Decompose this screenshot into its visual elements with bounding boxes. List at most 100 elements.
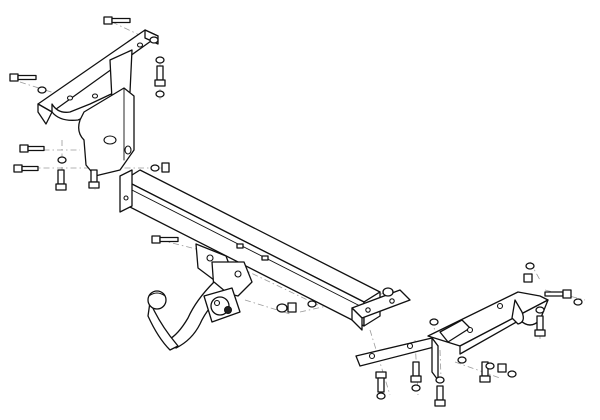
bolt: [9, 73, 37, 82]
washer: [155, 56, 165, 64]
washer: [435, 376, 445, 384]
bolt-shank: [111, 17, 131, 24]
bolt-head: [103, 16, 113, 25]
right-bracket-hole: [466, 326, 474, 334]
washer: [429, 318, 439, 326]
washer: [376, 392, 386, 400]
right-bracket-hole: [368, 352, 376, 360]
left-bracket-hole: [103, 135, 117, 145]
bolt-head: [13, 164, 23, 173]
bolt-shank: [412, 361, 420, 377]
washer: [307, 300, 317, 308]
bolt-shank: [27, 145, 45, 152]
bolt-head: [410, 375, 422, 383]
tow-ball: [147, 290, 167, 310]
socket-pin: [213, 299, 221, 307]
washer: [535, 306, 545, 314]
bolt: [13, 164, 39, 173]
right-bracket-hole: [496, 302, 504, 310]
bolt-head: [55, 183, 67, 191]
bolt: [375, 371, 387, 393]
washer: [276, 303, 288, 313]
axis-line: [244, 299, 291, 315]
bolt: [19, 144, 45, 153]
bolt-shank: [57, 169, 65, 185]
washer: [457, 356, 467, 364]
clamp-hole: [206, 254, 214, 262]
bolt-shank: [377, 377, 385, 393]
beam-tab: [236, 243, 244, 249]
right-bracket-lower-flange: [431, 337, 439, 381]
left-bracket-hole: [91, 93, 99, 99]
washer: [411, 384, 421, 392]
bolt-head: [154, 79, 166, 87]
assembly-axes: [19, 21, 586, 406]
nut: [287, 302, 297, 313]
bolt-shank: [156, 65, 164, 81]
bolt: [479, 361, 491, 383]
bolt-shank: [544, 291, 564, 297]
left-bracket-side-plate: [78, 87, 135, 177]
right-mounting-bracket: [355, 291, 549, 381]
washer: [155, 90, 165, 98]
bolt-shank: [17, 74, 37, 81]
socket-cap: [224, 306, 232, 314]
nut: [161, 162, 170, 173]
bolt-head: [19, 144, 29, 153]
bolt: [103, 16, 131, 25]
bolt-head: [151, 235, 161, 244]
beam-tab: [261, 255, 269, 261]
bolt: [88, 169, 100, 189]
left-bracket-hole: [136, 42, 144, 48]
washer: [525, 262, 535, 270]
washer: [507, 370, 517, 378]
left-bracket-hole: [124, 145, 132, 155]
cross-beam: [119, 169, 411, 331]
right-fasteners: [375, 262, 583, 407]
cross-beam-edge-line: [123, 185, 365, 309]
clamp-hole: [234, 270, 242, 278]
right-bracket-hole: [406, 342, 414, 350]
bolt: [410, 361, 422, 383]
washer: [57, 156, 67, 164]
bolt-shank: [159, 236, 179, 243]
cross-beam-left-end-plate: [119, 169, 133, 213]
bolt: [151, 235, 179, 244]
end-plate-hole: [389, 298, 395, 304]
right-bracket-curve: [511, 299, 524, 325]
nut: [523, 273, 533, 283]
bolt-shank: [436, 385, 444, 401]
bolt: [154, 65, 166, 87]
left-bracket-hole: [66, 95, 74, 101]
bolt: [434, 385, 446, 407]
bolt-head: [434, 399, 446, 407]
washer: [149, 36, 159, 44]
tow-ball-neck-assembly: [147, 235, 317, 351]
left-bracket-lip: [37, 103, 53, 125]
left-fasteners: [9, 16, 170, 191]
axis-line: [369, 329, 391, 396]
end-plate-hole: [365, 307, 371, 313]
tow-ball-highlight: [148, 292, 166, 297]
washer: [150, 164, 160, 172]
end-plate-hole: [123, 195, 129, 201]
nut: [497, 363, 507, 373]
cross-beam-end-plate-side: [351, 307, 363, 331]
washer: [37, 86, 47, 94]
left-mounting-bracket: [37, 29, 159, 177]
neck-base: [147, 301, 179, 351]
axis-line: [454, 361, 501, 379]
right-bracket-lower-plate: [355, 337, 439, 367]
bolt: [544, 289, 572, 299]
bolt-shank: [21, 165, 39, 172]
bolt: [534, 315, 546, 337]
washer: [382, 287, 394, 297]
bolt-head: [88, 181, 100, 189]
washer: [573, 298, 583, 306]
bolt-head: [9, 73, 19, 82]
bolt-head: [534, 329, 546, 337]
bolt-head: [375, 371, 387, 379]
bolt-shank: [90, 169, 98, 183]
washer: [485, 362, 495, 370]
